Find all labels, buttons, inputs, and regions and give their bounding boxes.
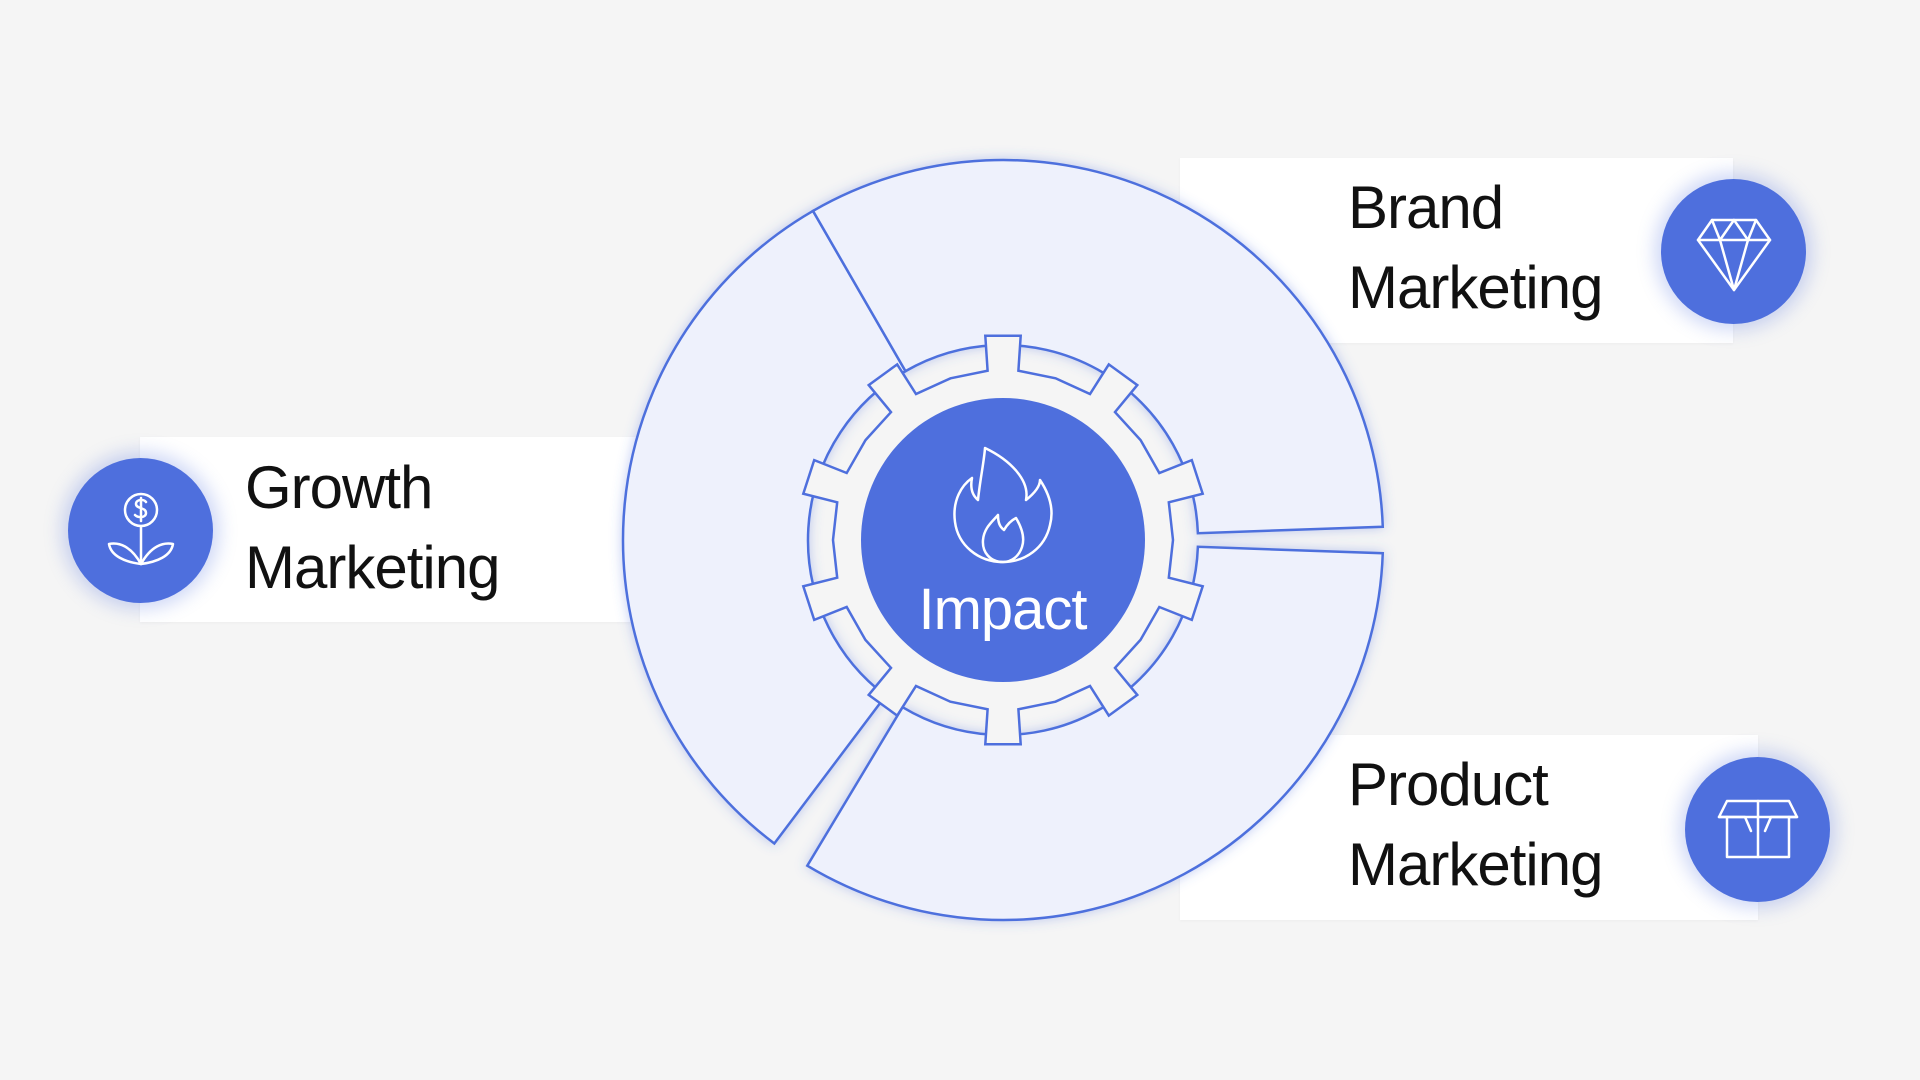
flame-icon [953,446,1053,564]
brand-icon-badge [1661,179,1806,324]
growth-segment [621,209,908,846]
box-icon [1717,799,1798,858]
impact-label: Impact [918,577,1087,642]
impact-center-disc [861,398,1145,682]
diamond-icon [1696,218,1771,291]
growth-label-line1: Growth [245,454,433,521]
product-label-line1: Product [1348,751,1549,818]
money-plant-icon [107,492,174,565]
product-marketing-label: Product Marketing [1348,745,1603,905]
brand-segment [811,158,1385,535]
product-label-line2: Marketing [1348,831,1603,898]
product-icon-badge [1685,757,1830,902]
growth-marketing-label: Growth Marketing [245,448,500,608]
growth-label-line2: Marketing [245,534,500,601]
product-segment [805,545,1385,922]
growth-icon-badge [68,458,213,603]
brand-marketing-label: Brand Marketing [1348,168,1603,328]
brand-label-line2: Marketing [1348,254,1603,321]
brand-label-line1: Brand [1348,174,1504,241]
